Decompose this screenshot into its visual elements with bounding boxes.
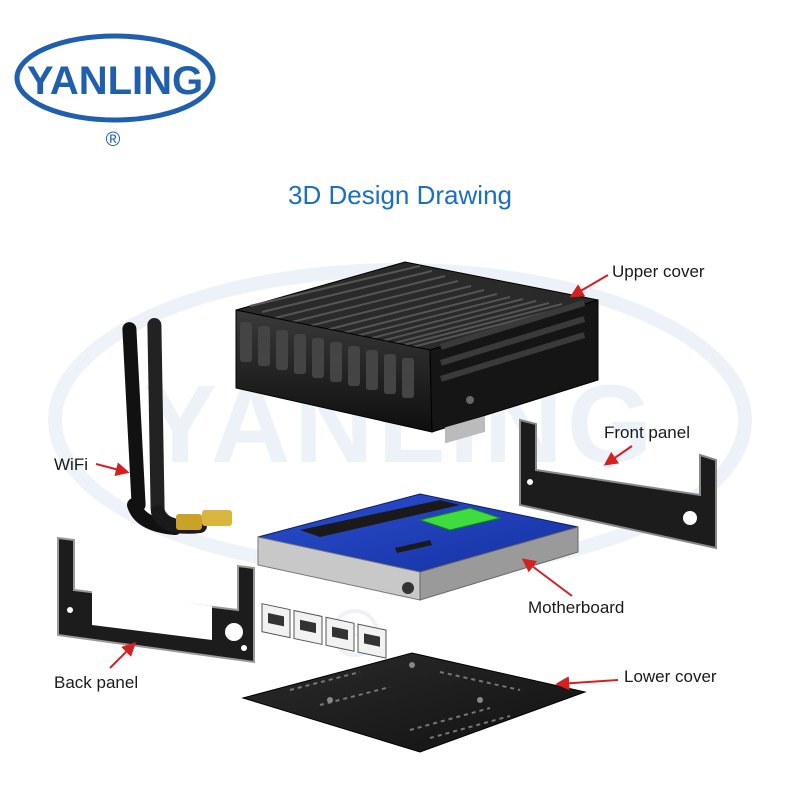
front-panel bbox=[519, 418, 717, 615]
arrow-upper-cover bbox=[569, 274, 609, 298]
arrow-front-panel bbox=[603, 445, 633, 466]
lower-cover bbox=[241, 652, 587, 753]
arrow-lower-cover bbox=[555, 676, 619, 691]
logo-text: YANLING bbox=[27, 59, 203, 103]
upper-cover bbox=[235, 261, 599, 433]
registered-mark: ® bbox=[106, 129, 121, 151]
label-upper-cover: Upper cover bbox=[612, 262, 705, 281]
arrow-wifi bbox=[95, 462, 130, 476]
label-wifi: WiFi bbox=[54, 455, 88, 474]
label-lower-cover: Lower cover bbox=[624, 667, 717, 686]
label-back-panel: Back panel bbox=[54, 673, 139, 692]
motherboard bbox=[257, 415, 579, 659]
pointer-arrows bbox=[95, 274, 633, 691]
label-front-panel: Front panel bbox=[604, 423, 690, 442]
back-panel bbox=[57, 536, 255, 664]
page-title: 3D Design Drawing bbox=[288, 180, 512, 210]
label-motherboard: Motherboard bbox=[528, 598, 625, 617]
brand-logo: YANLING ® bbox=[14, 33, 216, 151]
arrow-back-panel bbox=[109, 642, 136, 669]
wifi-antennas bbox=[122, 318, 232, 535]
arrow-motherboard bbox=[521, 558, 573, 597]
